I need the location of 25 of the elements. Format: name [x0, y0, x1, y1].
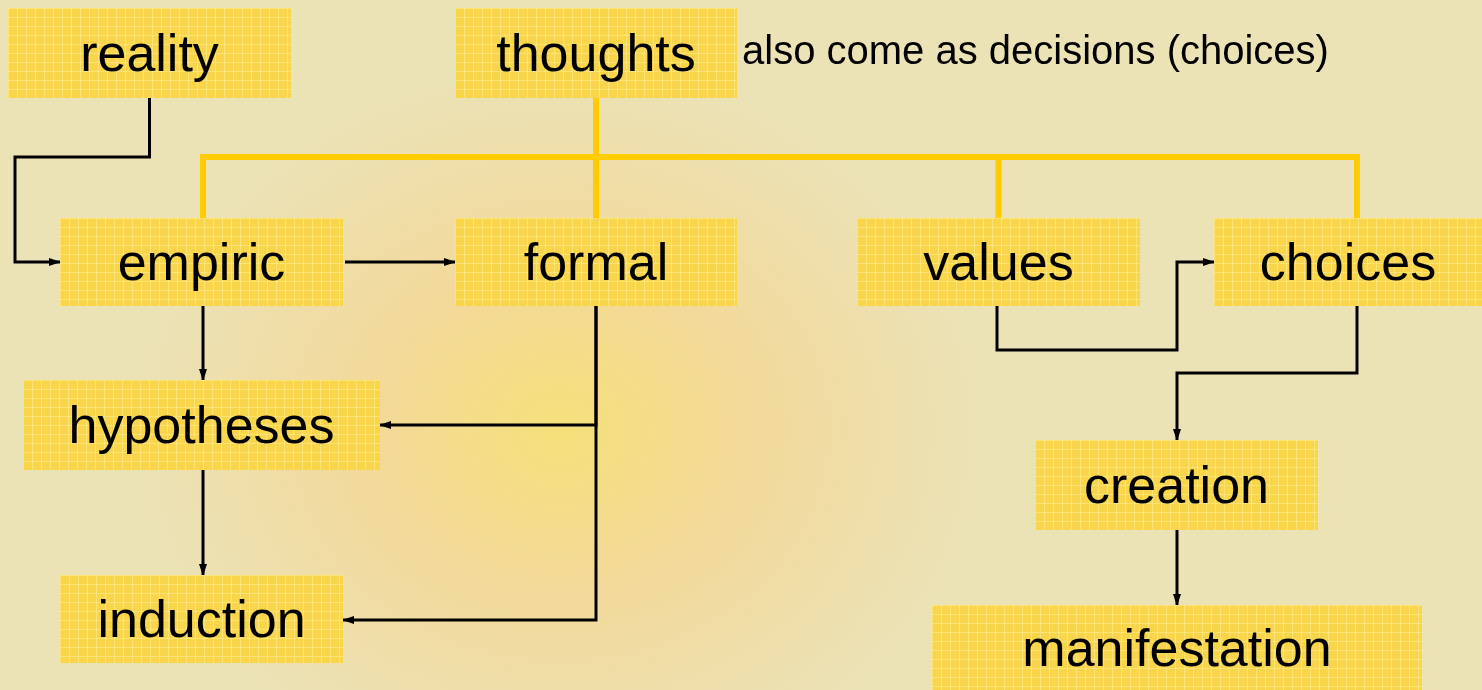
- concept-label: creation: [1084, 459, 1269, 511]
- arrow: [199, 306, 207, 381]
- arrow: [342, 306, 598, 624]
- arrow: [995, 258, 1215, 352]
- concept-box: [455, 218, 737, 306]
- concept-box: [932, 605, 1422, 690]
- arrow: [1173, 530, 1181, 606]
- concept-label: values: [923, 236, 1074, 288]
- concept-label: choices: [1259, 236, 1437, 288]
- concept-label: manifestation: [1022, 621, 1332, 674]
- concept-box: [23, 380, 380, 470]
- note-text: also come as decisions (choices): [742, 28, 1329, 73]
- concept-box: [60, 575, 343, 663]
- concept-box: [1035, 440, 1318, 530]
- concept-label: induction: [97, 593, 306, 645]
- concept-label: formal: [523, 236, 669, 288]
- concept-box: [857, 218, 1140, 306]
- concept-box: [1214, 218, 1482, 306]
- arrow: [13, 98, 151, 266]
- concept-box: [8, 8, 291, 98]
- concept-box: [60, 218, 343, 306]
- concept-box: [455, 8, 737, 98]
- arrow: [199, 470, 207, 576]
- arrow: [345, 258, 456, 266]
- arrow: [1173, 306, 1359, 441]
